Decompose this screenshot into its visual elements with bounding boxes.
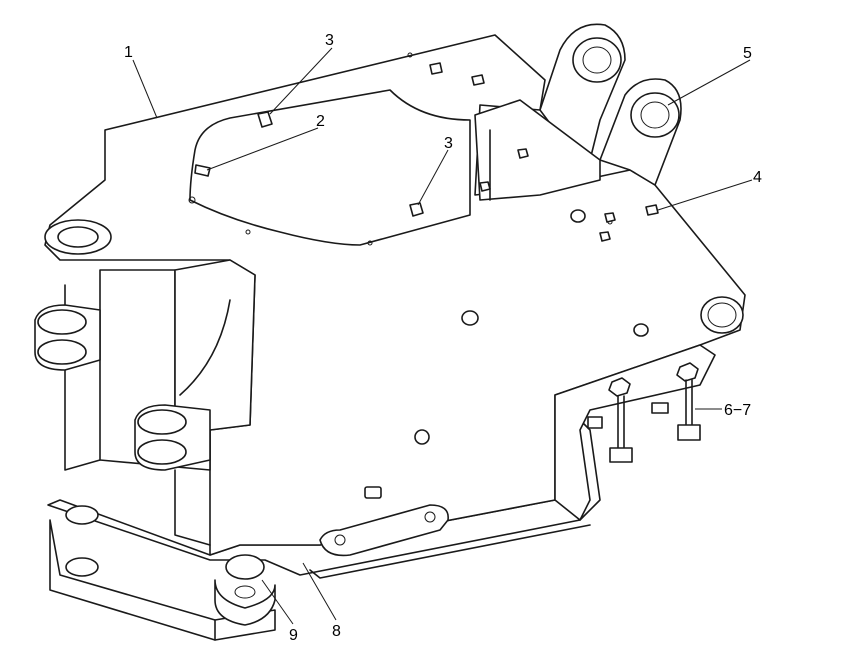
studs (194, 62, 659, 242)
front-pivot (214, 554, 276, 626)
callout-6-7: 6−7 (724, 402, 751, 419)
callout-1: 1 (124, 44, 133, 61)
callout-5: 5 (743, 45, 752, 62)
left-side-wall (64, 259, 256, 546)
bolt-set (587, 379, 701, 463)
callout-4: 4 (753, 169, 762, 186)
callout-9: 9 (289, 627, 298, 644)
callout-3-upper: 3 (325, 32, 334, 49)
callout-labels: 1 3 2 3 5 4 6−7 8 9 (124, 32, 762, 644)
left-lower-yoke (134, 404, 211, 471)
link-plate (319, 504, 449, 557)
leader-lines (132, 47, 753, 625)
callout-2: 2 (316, 113, 325, 130)
callout-3-lower: 3 (444, 135, 453, 152)
rear-lug-right (599, 78, 682, 186)
callout-8: 8 (332, 623, 341, 640)
rear-lug-left (539, 23, 626, 161)
left-upper-yoke (34, 304, 101, 371)
right-bracket (554, 344, 716, 521)
